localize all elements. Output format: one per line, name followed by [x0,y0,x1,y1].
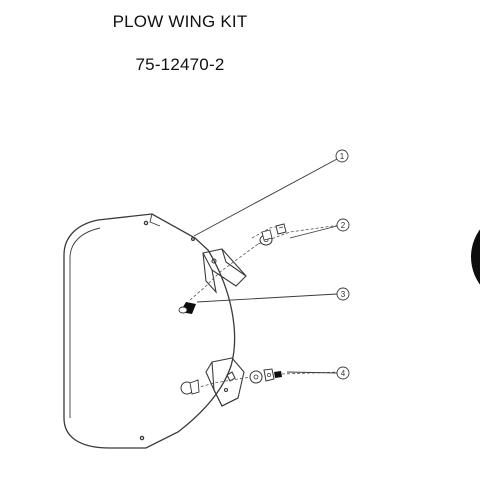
upper-hardware [259,223,287,246]
dark-circle-overlay [471,229,480,285]
callout-2-number: 2 [341,221,346,230]
leader-lines [193,158,338,374]
callout-3: 3 [336,287,350,301]
upper-bracket [202,248,247,294]
part-number: 75-12470-2 [135,55,225,74]
callout-4: 4 [336,366,350,380]
wing-panel [63,213,236,449]
callout-4-number: 4 [341,369,346,378]
lower-hardware [249,368,282,384]
callout-3-number: 3 [341,290,346,299]
carriage-bolts [178,302,200,395]
kit-title: PLOW WING KIT [112,12,248,31]
callout-1: 1 [335,149,349,163]
callout-2: 2 [336,218,350,232]
callout-1-number: 1 [340,152,345,161]
lower-bracket [205,357,245,407]
